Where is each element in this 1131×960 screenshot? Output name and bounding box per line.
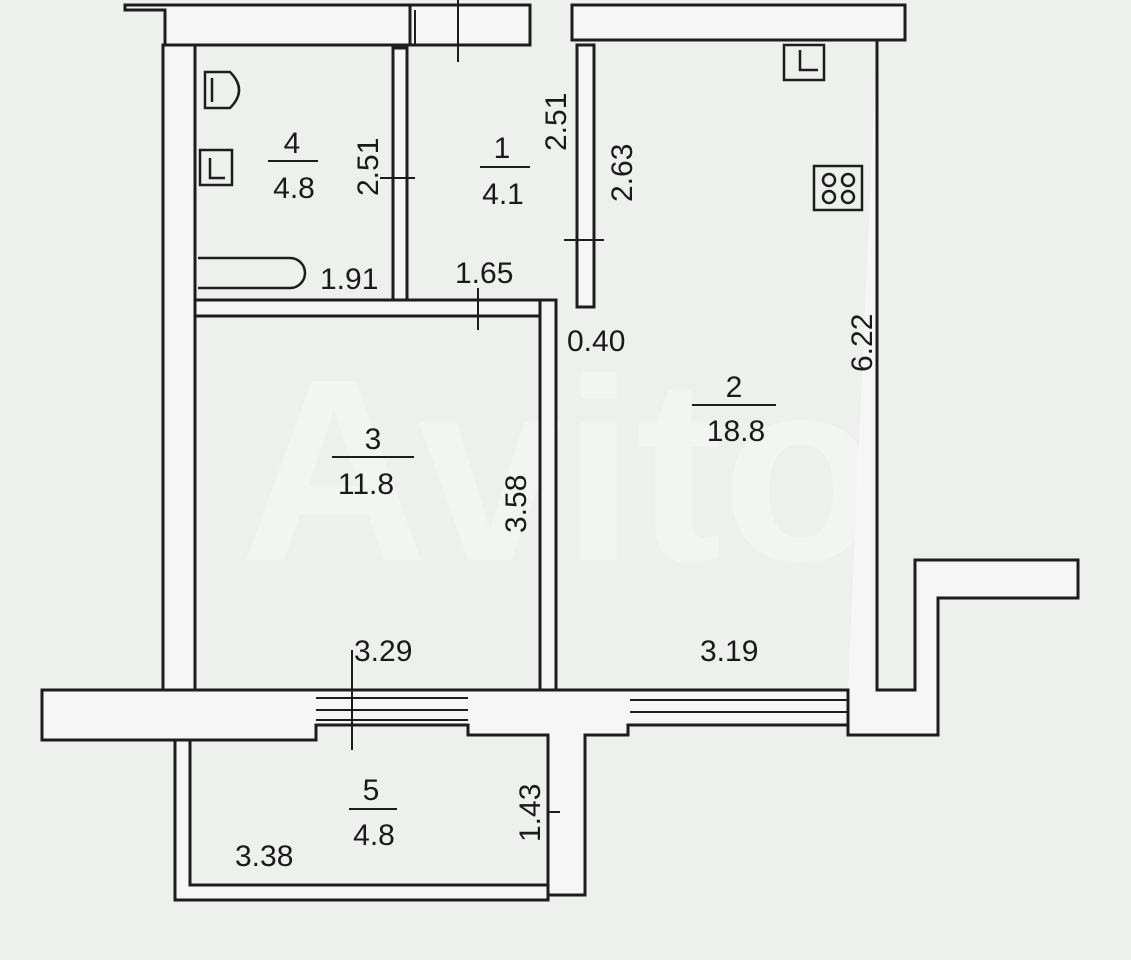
dim-balcony-height: 1.43 [514,784,547,842]
dim-kitchen-upper-height: 2.63 [606,144,639,202]
dim-bath-height: 2.51 [352,138,385,196]
windows [316,10,848,721]
dimension-ticks [351,0,604,813]
dimension-labels: 2.51 1.91 2.51 1.65 2.63 0.40 6.22 3.19 … [235,93,879,873]
dim-balcony-width: 3.38 [235,840,293,873]
kitchen-sink-icon [782,43,826,82]
dim-kitchen-width: 3.19 [700,635,758,668]
svg-text:4.1: 4.1 [482,178,524,211]
balcony-walls [173,738,550,902]
room-4-label: 4 4.8 [268,127,318,205]
top-wall-left [123,3,412,47]
svg-text:18.8: 18.8 [707,415,765,448]
partition-room-kitchen [538,298,558,692]
watermark: Avito [240,326,880,616]
svg-text:3: 3 [365,423,382,456]
bathtub-icon [198,256,307,290]
svg-text:11.8: 11.8 [338,468,394,501]
room-1-label: 1 4.1 [480,132,530,211]
dim-room-width: 3.29 [354,635,412,668]
room-2-label: 2 18.8 [692,371,776,448]
dim-room-height: 3.58 [500,475,533,533]
fixtures [198,43,864,290]
room-labels: 4 4.8 1 4.1 2 18.8 3 11.8 5 4.8 [268,127,776,852]
svg-text:5: 5 [363,774,380,807]
stove-icon [812,164,864,212]
dim-kitchen-offset: 0.40 [567,325,625,358]
room-3-label: 3 11.8 [332,423,414,501]
partition-hall-kitchen [575,43,596,309]
dim-hall-height: 2.51 [540,93,573,151]
sink-icon [198,148,234,187]
walls [40,3,1080,902]
dim-bath-width: 1.91 [320,263,378,296]
svg-text:4.8: 4.8 [273,172,315,205]
room-5-label: 5 4.8 [349,774,397,852]
partition-horizontal [193,298,542,318]
top-wall-entrance [408,3,532,47]
partition-bath-hall [391,46,409,302]
svg-text:4: 4 [284,127,301,160]
svg-text:4.8: 4.8 [353,819,395,852]
svg-text:2: 2 [726,371,743,404]
top-wall-right [570,3,907,42]
dim-kitchen-height: 6.22 [846,314,879,372]
dim-hall-width: 1.65 [455,257,513,290]
right-wall [846,5,1080,737]
toilet-icon [203,70,241,110]
svg-text:1: 1 [494,132,511,165]
left-wall [161,43,197,692]
